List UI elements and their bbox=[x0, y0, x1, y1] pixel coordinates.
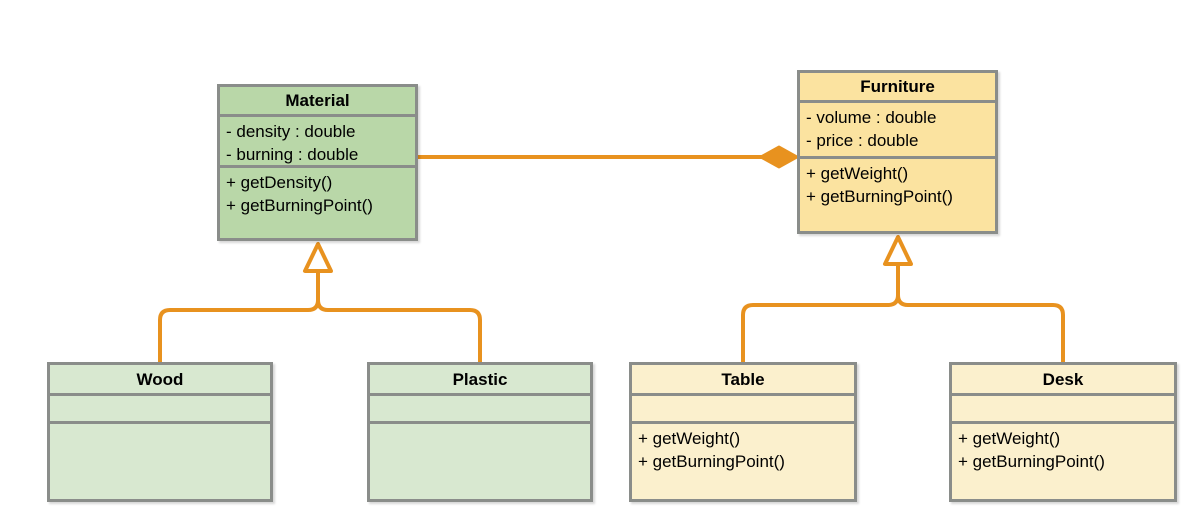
class-box-material[interactable]: Material - density : double - burning : … bbox=[217, 84, 418, 241]
edge-composition-material-furniture bbox=[418, 145, 799, 169]
class-box-furniture[interactable]: Furniture - volume : double - price : do… bbox=[797, 70, 998, 234]
operation-item: + getBurningPoint() bbox=[958, 451, 1105, 471]
class-attributes-table bbox=[632, 396, 854, 424]
class-box-plastic[interactable]: Plastic bbox=[367, 362, 593, 502]
class-box-desk[interactable]: Desk + getWeight() + getBurningPoint() bbox=[949, 362, 1177, 502]
edge-generalization-furniture-subclasses bbox=[741, 235, 1065, 362]
operation-item: + getBurningPoint() bbox=[806, 186, 953, 206]
attribute-item: - burning : double bbox=[226, 144, 359, 164]
operation-item: + getDensity() bbox=[226, 173, 333, 192]
class-operations-furniture: + getWeight() + getBurningPoint() bbox=[800, 159, 995, 231]
class-attributes-plastic bbox=[370, 396, 590, 424]
class-name-plastic: Plastic bbox=[370, 365, 590, 396]
operation-item: + getBurningPoint() bbox=[638, 451, 785, 471]
class-operations-desk: + getWeight() + getBurningPoint() bbox=[952, 424, 1174, 499]
attribute-item: - volume : double bbox=[806, 108, 937, 127]
class-box-wood[interactable]: Wood bbox=[47, 362, 273, 502]
edge-generalization-material-subclasses bbox=[158, 242, 482, 362]
class-name-desk: Desk bbox=[952, 365, 1174, 396]
class-operations-plastic bbox=[370, 424, 590, 499]
class-box-table[interactable]: Table + getWeight() + getBurningPoint() bbox=[629, 362, 857, 502]
class-attributes-wood bbox=[50, 396, 270, 424]
operation-item: + getWeight() bbox=[638, 429, 741, 448]
attribute-item: - price : double bbox=[806, 130, 919, 150]
operation-item: + getBurningPoint() bbox=[226, 195, 373, 215]
class-name-material: Material bbox=[220, 87, 415, 117]
class-attributes-furniture: - volume : double - price : double bbox=[800, 103, 995, 159]
class-operations-table: + getWeight() + getBurningPoint() bbox=[632, 424, 854, 499]
class-name-table: Table bbox=[632, 365, 854, 396]
class-name-furniture: Furniture bbox=[800, 73, 995, 103]
operation-item: + getWeight() bbox=[958, 429, 1061, 448]
operation-item: + getWeight() bbox=[806, 164, 909, 183]
class-attributes-desk bbox=[952, 396, 1174, 424]
class-operations-material: + getDensity() + getBurningPoint() bbox=[220, 168, 415, 238]
attribute-item: - density : double bbox=[226, 122, 356, 141]
class-attributes-material: - density : double - burning : double bbox=[220, 117, 415, 168]
class-name-wood: Wood bbox=[50, 365, 270, 396]
class-operations-wood bbox=[50, 424, 270, 499]
